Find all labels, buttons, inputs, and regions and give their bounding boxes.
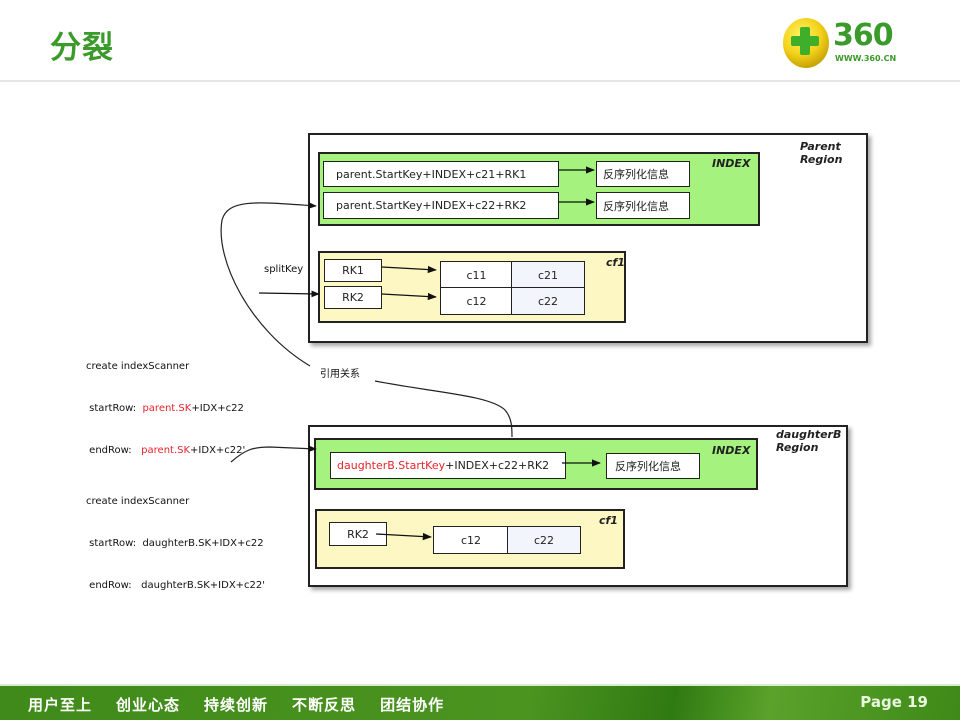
daughter-cf-box: cf1 RK2 c12 c22 bbox=[315, 509, 625, 569]
slide-title: 分裂 bbox=[50, 30, 114, 66]
parent-region-label: Parent Region bbox=[800, 140, 843, 166]
parent-index-tag: INDEX bbox=[712, 157, 751, 170]
parent-cf-rowkey-2: RK2 bbox=[324, 286, 382, 309]
parent-cf-cell-c21: c21 bbox=[511, 261, 585, 289]
parent-index-value-1: 反序列化信息 bbox=[596, 161, 690, 187]
parent-cf-cell-c12: c12 bbox=[440, 287, 513, 315]
parent-index-box: INDEX parent.StartKey+INDEX+c21+RK1 pare… bbox=[318, 152, 760, 226]
parent-cf-cell-c22: c22 bbox=[511, 287, 585, 315]
logo-brand: 360 bbox=[833, 18, 894, 53]
page-number: Page 19 bbox=[860, 693, 928, 711]
header-divider bbox=[0, 80, 960, 82]
daughter-cf-tag: cf1 bbox=[599, 514, 618, 527]
daughter-cf-cell-c12: c12 bbox=[433, 526, 509, 554]
daughter-region-label: daughterB Region bbox=[776, 428, 842, 454]
daughter-region: daughterB Region INDEX daughterB.StartKe… bbox=[308, 425, 848, 587]
split-key-label: splitKey bbox=[264, 264, 304, 275]
footer-slogan: 团结协作 bbox=[380, 696, 445, 714]
daughter-cf-cell-c22: c22 bbox=[507, 526, 581, 554]
daughter-startkey-highlight: daughterB.StartKey bbox=[337, 459, 446, 472]
daughter-index-tag: INDEX bbox=[712, 444, 751, 457]
footer-slogan: 持续创新 bbox=[204, 696, 269, 714]
footer-bar: 用户至上 创业心态 持续创新 不断反思 团结协作 Page 19 bbox=[0, 684, 960, 720]
daughter-index-box: INDEX daughterB.StartKey+INDEX+c22+RK2 反… bbox=[314, 438, 758, 490]
parent-cf-cell-c11: c11 bbox=[440, 261, 513, 289]
reference-label: 引用关系 bbox=[320, 369, 360, 380]
parent-index-key-2: parent.StartKey+INDEX+c22+RK2 bbox=[323, 192, 559, 219]
daughter-scanner-note: create indexScanner startRow: daughterB.… bbox=[86, 496, 266, 591]
parent-cf-rowkey-1: RK1 bbox=[324, 259, 382, 282]
logo-url: WWW.360.CN bbox=[835, 54, 897, 63]
parent-cf-tag: cf1 bbox=[606, 256, 625, 269]
footer-slogans: 用户至上 创业心态 持续创新 不断反思 团结协作 bbox=[28, 694, 444, 715]
logo-360: 360 WWW.360.CN bbox=[783, 18, 933, 70]
daughter-cf-rowkey: RK2 bbox=[329, 522, 387, 546]
parent-scanner-note: create indexScanner startRow: parent.SK+… bbox=[86, 361, 246, 456]
parent-region: Parent Region INDEX parent.StartKey+INDE… bbox=[308, 133, 868, 343]
parent-index-value-2: 反序列化信息 bbox=[596, 192, 690, 219]
daughter-index-key: daughterB.StartKey+INDEX+c22+RK2 bbox=[330, 452, 566, 479]
parent-cf-box: cf1 RK1 RK2 c11 c21 c12 c22 bbox=[318, 251, 626, 323]
parent-index-key-1: parent.StartKey+INDEX+c21+RK1 bbox=[323, 161, 559, 187]
footer-slogan: 不断反思 bbox=[292, 696, 357, 714]
footer-slogan: 用户至上 bbox=[28, 696, 93, 714]
daughter-index-value: 反序列化信息 bbox=[606, 453, 700, 479]
footer-slogan: 创业心态 bbox=[116, 696, 181, 714]
